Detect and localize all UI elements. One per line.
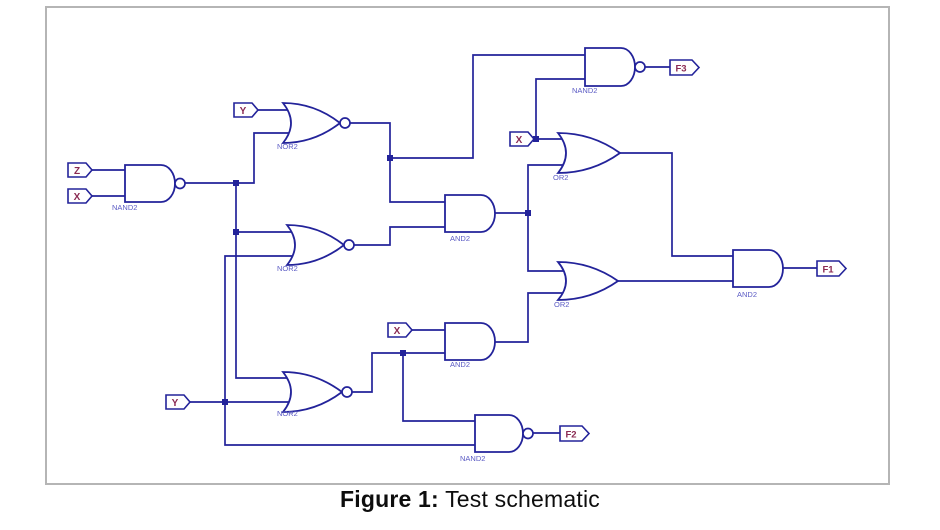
input-port-x <box>509 131 536 147</box>
gate-label: NAND2 <box>460 454 485 463</box>
inverter-bubble <box>634 61 646 73</box>
figure-caption: Figure 1: Test schematic <box>0 486 940 513</box>
gate-label: NAND2 <box>572 86 597 95</box>
gate-or2-top <box>556 132 622 174</box>
schematic-border <box>45 6 890 485</box>
gate-or2-bottom <box>556 261 620 301</box>
junction-dot <box>233 180 239 186</box>
figure-caption-text: Test schematic <box>438 486 600 512</box>
wire <box>535 78 585 139</box>
input-port-label: X <box>394 326 401 337</box>
output-port-label: F1 <box>822 265 834 276</box>
gate-label: NOR2 <box>277 264 298 273</box>
junction-dot <box>400 350 406 356</box>
gate-label: AND2 <box>450 360 470 369</box>
wire <box>224 402 475 446</box>
inverter-bubble <box>522 427 534 440</box>
input-port-label: Y <box>172 398 179 409</box>
gate-nand2-bottom <box>474 414 524 453</box>
junction-dot <box>222 399 228 405</box>
wire <box>224 255 296 402</box>
wire <box>389 158 445 203</box>
wire <box>527 164 567 213</box>
junction-dot <box>533 136 539 142</box>
output-port-f2 <box>559 425 591 442</box>
input-port-y <box>165 394 192 410</box>
wire <box>352 352 403 393</box>
gate-label: AND2 <box>737 290 757 299</box>
wire <box>354 226 445 246</box>
input-port-x <box>67 188 94 204</box>
output-port-label: F3 <box>675 64 686 75</box>
input-port-label: X <box>516 135 523 146</box>
gate-nor2-bottom <box>281 371 344 413</box>
inverter-bubble <box>341 386 353 398</box>
output-port-f1 <box>816 260 848 277</box>
gate-nand2-left <box>124 164 176 203</box>
input-port-z <box>67 162 94 178</box>
gate-nor2-top <box>281 102 342 144</box>
inverter-bubble <box>343 239 355 251</box>
wire <box>185 132 292 184</box>
output-port-label: F2 <box>565 430 576 441</box>
gate-nand2-top <box>584 47 636 87</box>
gate-label: NAND2 <box>112 203 137 212</box>
figure-caption-label: Figure 1: <box>339 486 439 512</box>
gate-and2-right <box>732 249 784 288</box>
input-port-label: Z <box>74 166 80 177</box>
input-port-x <box>387 322 414 338</box>
gate-nor2-mid <box>285 224 346 266</box>
wire <box>495 292 567 343</box>
gate-label: NOR2 <box>277 142 298 151</box>
junction-dot <box>233 229 239 235</box>
inverter-bubble <box>174 177 186 190</box>
junction-dot <box>387 155 393 161</box>
wire <box>402 353 475 422</box>
gate-and2-mid <box>444 194 496 233</box>
wire <box>390 54 585 159</box>
output-port-f3 <box>669 59 701 76</box>
gate-and2-lower <box>444 322 496 361</box>
gate-label: OR2 <box>554 300 569 309</box>
junction-dot <box>525 210 531 216</box>
wire <box>350 122 391 158</box>
gate-label: NOR2 <box>277 409 298 418</box>
wire <box>620 152 733 257</box>
gate-label: OR2 <box>553 173 568 182</box>
gate-label: AND2 <box>450 234 470 243</box>
wire <box>235 232 292 379</box>
input-port-label: X <box>74 192 81 203</box>
input-port-y <box>233 102 260 118</box>
input-port-label: Y <box>240 106 247 117</box>
inverter-bubble <box>339 117 351 129</box>
wire <box>527 213 567 272</box>
